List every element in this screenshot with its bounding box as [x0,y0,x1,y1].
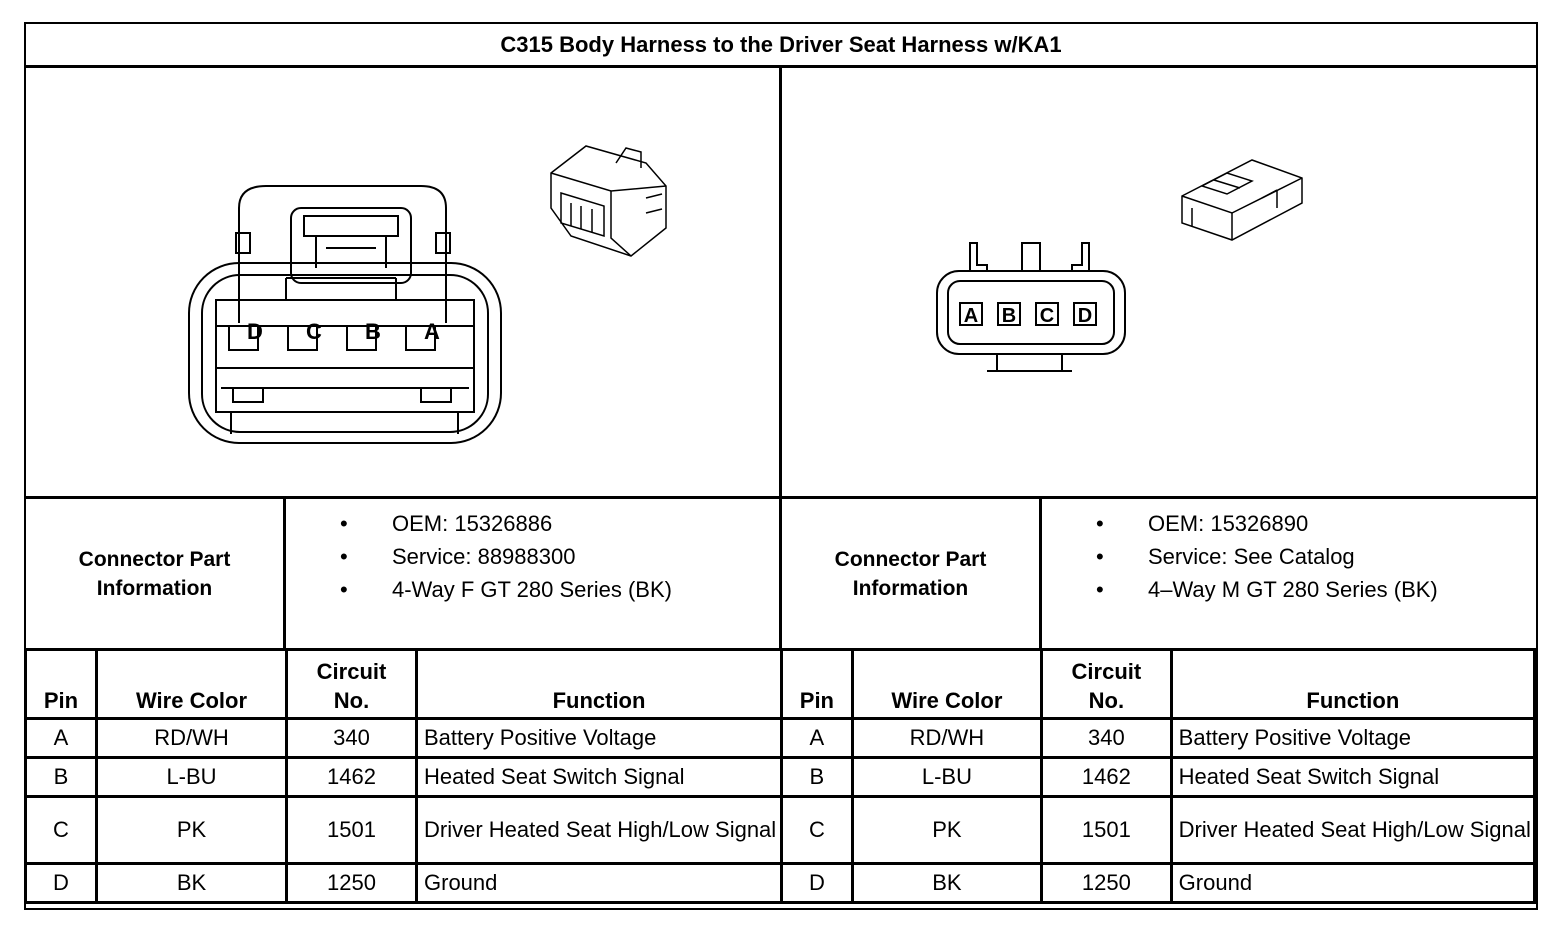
table-row: D BK 1250 Ground [780,862,1537,904]
pin-cell: A [780,717,854,759]
left-pinout-table: Pin Wire Color Circuit No. Function A RD… [24,648,783,904]
female-pin-labels: D C B A [247,319,440,344]
wire-color-header: Wire Color [850,648,1044,720]
pin-cell: D [24,862,98,904]
wire-color-cell: L-BU [850,756,1044,798]
pin-cell: B [24,756,98,798]
left-connector-panel: D C B A [26,68,782,496]
pin-label: C [1040,305,1054,327]
table-row: C PK 1501 Driver Heated Seat High/Low Si… [780,795,1537,865]
circuit-cell: 340 [1040,717,1173,759]
table-header-row: Pin Wire Color Circuit No. Function [780,648,1537,720]
pin-label: A [964,305,978,327]
function-cell: Ground [415,862,783,904]
function-cell: Driver Heated Seat High/Low Signal [415,795,783,865]
function-cell: Battery Positive Voltage [1169,717,1537,759]
male-connector-face-illustration: A B C D [936,159,1303,372]
table-row: D BK 1250 Ground [24,862,783,904]
female-connector-face-illustration: D C B A [188,145,667,444]
function-cell: Battery Positive Voltage [415,717,783,759]
connector-description: 4–Way M GT 280 Series (BK) [1082,573,1438,606]
pin-label: B [365,319,381,344]
right-connector-info: Connector Part Information OEM: 15326890… [782,496,1536,648]
connector-info-list: OEM: 15326886 Service: 88988300 4-Way F … [326,507,672,606]
table-row: A RD/WH 340 Battery Positive Voltage [24,717,783,759]
wire-color-cell: RD/WH [850,717,1044,759]
pin-header: Pin [780,648,854,720]
pin-header: Pin [24,648,98,720]
pin-label: D [247,319,263,344]
circuit-header: Circuit No. [285,648,418,720]
wire-color-cell: PK [95,795,288,865]
circuit-cell: 1462 [285,756,418,798]
pin-label: D [1078,305,1092,327]
connector-description: 4-Way F GT 280 Series (BK) [326,573,672,606]
table-row: A RD/WH 340 Battery Positive Voltage [780,717,1537,759]
wire-color-cell: BK [95,862,288,904]
circuit-cell: 1501 [285,795,418,865]
right-pinout-table: Pin Wire Color Circuit No. Function A RD… [780,648,1537,904]
oem-part-number: OEM: 15326890 [1082,507,1438,540]
pin-label: A [424,319,440,344]
table-row: C PK 1501 Driver Heated Seat High/Low Si… [24,795,783,865]
function-cell: Driver Heated Seat High/Low Signal [1169,795,1537,865]
wire-color-header: Wire Color [95,648,288,720]
pin-cell: C [24,795,98,865]
pin-label: C [306,319,322,344]
oem-part-number: OEM: 15326886 [326,507,672,540]
table-header-row: Pin Wire Color Circuit No. Function [24,648,783,720]
circuit-cell: 1501 [1040,795,1173,865]
function-cell: Heated Seat Switch Signal [415,756,783,798]
male-pin-labels: A B C D [964,305,1092,327]
table-row: B L-BU 1462 Heated Seat Switch Signal [24,756,783,798]
circuit-cell: 1250 [285,862,418,904]
wire-color-cell: RD/WH [95,717,288,759]
table-row: B L-BU 1462 Heated Seat Switch Signal [780,756,1537,798]
circuit-cell: 1462 [1040,756,1173,798]
pin-cell: B [780,756,854,798]
pin-cell: A [24,717,98,759]
service-part-number: Service: See Catalog [1082,540,1438,573]
circuit-header: Circuit No. [1040,648,1173,720]
connector-info-label: Connector Part Information [782,499,1042,648]
pin-cell: C [780,795,854,865]
connector-info-list: OEM: 15326890 Service: See Catalog 4–Way… [1082,507,1438,606]
function-cell: Heated Seat Switch Signal [1169,756,1537,798]
wire-color-cell: L-BU [95,756,288,798]
circuit-cell: 340 [285,717,418,759]
pin-cell: D [780,862,854,904]
right-connector-panel: A B C D [782,68,1536,496]
wire-color-cell: PK [850,795,1044,865]
function-header: Function [415,648,783,720]
pin-label: B [1002,305,1016,327]
service-part-number: Service: 88988300 [326,540,672,573]
connector-info-label: Connector Part Information [26,499,286,648]
connector-sheet: C315 Body Harness to the Driver Seat Har… [24,22,1538,910]
function-header: Function [1169,648,1537,720]
wire-color-cell: BK [850,862,1044,904]
sheet-title: C315 Body Harness to the Driver Seat Har… [26,24,1536,68]
function-cell: Ground [1169,862,1537,904]
left-connector-info: Connector Part Information OEM: 15326886… [26,496,782,648]
circuit-cell: 1250 [1040,862,1173,904]
